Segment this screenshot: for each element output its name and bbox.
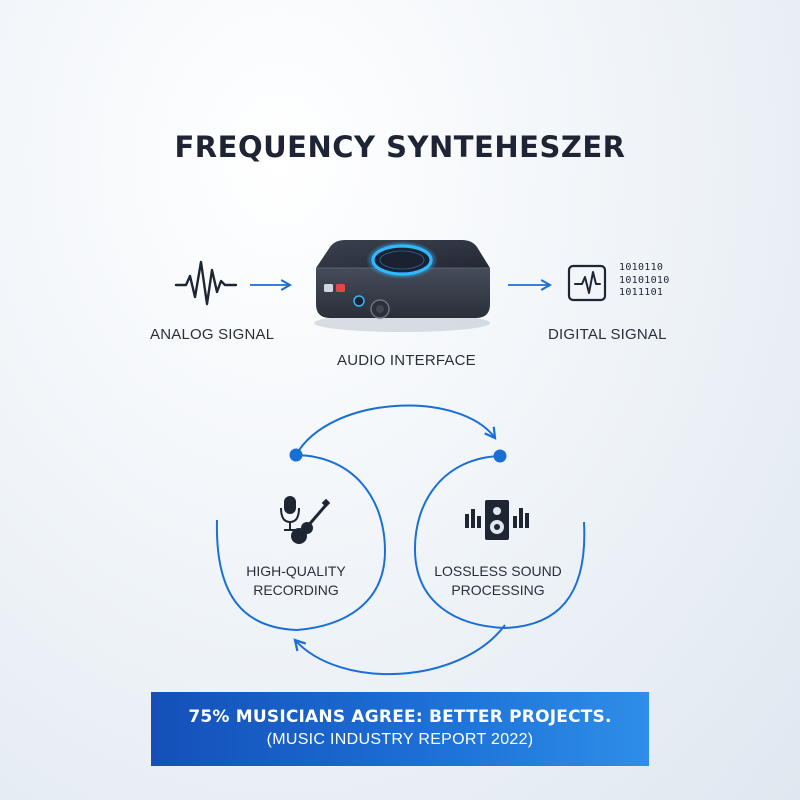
microphone-guitar-icon <box>280 496 331 544</box>
cycle-loop <box>215 404 586 676</box>
recording-label-line: HIGH-QUALITY <box>246 563 346 579</box>
speaker-equalizer-icon <box>465 500 529 540</box>
cycle-node-right <box>493 449 507 463</box>
right-cycle-arc <box>413 455 586 630</box>
processing-label-line: PROCESSING <box>451 582 545 598</box>
stat-banner: 75% MUSICIANS AGREE: BETTER PROJECTS. (M… <box>151 692 649 766</box>
binary-line: 1011101 <box>619 287 664 298</box>
binary-digits: 1010110 10101010 1011101 <box>619 262 670 300</box>
cycle-arrow-top <box>295 404 497 456</box>
digital-signal-label: DIGITAL SIGNAL <box>548 326 667 343</box>
analog-signal-label: ANALOG SIGNAL <box>150 326 275 343</box>
waveform-icon <box>174 260 238 306</box>
cycle-node-left <box>289 448 303 462</box>
cycle-arrow-bottom <box>293 624 506 676</box>
recording-label: HIGH-QUALITY RECORDING <box>206 562 386 600</box>
binary-line: 1010110 <box>619 262 664 273</box>
waveform-monitor-icon <box>567 264 607 302</box>
recording-label-line: RECORDING <box>253 582 339 598</box>
binary-line: 10101010 <box>619 274 670 286</box>
page-title: FREQUENCY SYNTEHESZER <box>174 130 626 164</box>
audio-interface-label: AUDIO INTERFACE <box>337 352 476 369</box>
banner-source: (MUSIC INDUSTRY REPORT 2022) <box>266 731 534 748</box>
audio-interface-icon <box>314 240 490 332</box>
banner-headline: 75% MUSICIANS AGREE: BETTER PROJECTS. <box>188 707 612 727</box>
processing-label-line: LOSSLESS SOUND <box>434 563 562 579</box>
processing-label: LOSSLESS SOUND PROCESSING <box>408 562 588 600</box>
left-cycle-arc <box>215 454 387 632</box>
